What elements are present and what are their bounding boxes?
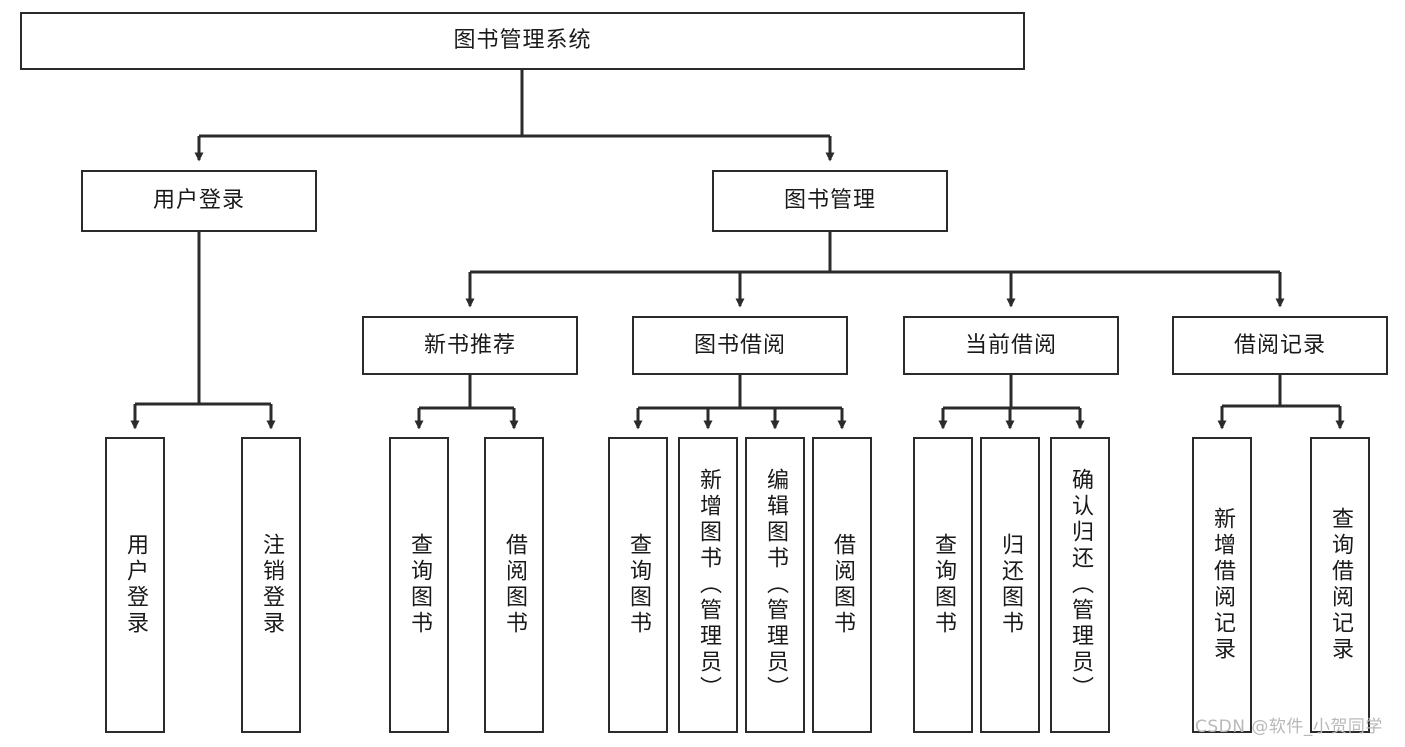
node-book-borrow-label: 图书借阅 [693, 332, 786, 358]
node-book-manage-label: 图书管理 [783, 188, 876, 214]
node-borrow-record-label: 借阅记录 [1233, 332, 1326, 358]
node-current-borrow[interactable]: 当前借阅 [903, 316, 1119, 375]
node-new-book-recommend[interactable]: 新书推荐 [362, 316, 578, 375]
node-leaf-user-login-label: 用户登录 [123, 533, 148, 637]
node-leaf-edit-book[interactable]: 编辑图书（管理员） [745, 437, 805, 733]
csdn-watermark: CSDN @软件_小贺同学 [1195, 717, 1383, 737]
node-leaf-borrow-book-1-label: 借阅图书 [502, 533, 527, 637]
node-leaf-user-logout[interactable]: 注销登录 [241, 437, 301, 733]
node-leaf-edit-book-label: 编辑图书（管理员） [763, 468, 788, 702]
node-leaf-query-borrow-record-label: 查询借阅记录 [1328, 507, 1353, 663]
node-leaf-borrow-book-2-label: 借阅图书 [830, 533, 855, 637]
node-leaf-query-book-2-label: 查询图书 [626, 533, 651, 637]
node-leaf-borrow-book-2[interactable]: 借阅图书 [812, 437, 872, 733]
node-leaf-return-book[interactable]: 归还图书 [980, 437, 1040, 733]
node-leaf-user-logout-label: 注销登录 [259, 533, 284, 637]
node-borrow-record[interactable]: 借阅记录 [1172, 316, 1388, 375]
node-leaf-query-borrow-record[interactable]: 查询借阅记录 [1310, 437, 1370, 733]
node-leaf-add-borrow-record-label: 新增借阅记录 [1210, 507, 1235, 663]
node-user-login-label: 用户登录 [152, 188, 245, 214]
node-leaf-borrow-book-1[interactable]: 借阅图书 [484, 437, 544, 733]
node-leaf-query-book-1[interactable]: 查询图书 [389, 437, 449, 733]
node-leaf-query-book-3[interactable]: 查询图书 [913, 437, 973, 733]
node-book-borrow[interactable]: 图书借阅 [632, 316, 848, 375]
node-leaf-add-book[interactable]: 新增图书（管理员） [678, 437, 738, 733]
node-leaf-query-book-3-label: 查询图书 [931, 533, 956, 637]
node-leaf-user-login[interactable]: 用户登录 [105, 437, 165, 733]
node-leaf-return-book-label: 归还图书 [998, 533, 1023, 637]
node-leaf-add-book-label: 新增图书（管理员） [696, 468, 721, 702]
node-root[interactable]: 图书管理系统 [20, 12, 1025, 70]
node-leaf-confirm-return-label: 确认归还（管理员） [1068, 468, 1093, 702]
node-book-manage[interactable]: 图书管理 [712, 170, 948, 232]
node-leaf-query-book-2[interactable]: 查询图书 [608, 437, 668, 733]
node-current-borrow-label: 当前借阅 [964, 332, 1057, 358]
node-new-book-recommend-label: 新书推荐 [423, 332, 516, 358]
node-leaf-add-borrow-record[interactable]: 新增借阅记录 [1192, 437, 1252, 733]
node-user-login[interactable]: 用户登录 [81, 170, 317, 232]
node-leaf-query-book-1-label: 查询图书 [407, 533, 432, 637]
node-leaf-confirm-return[interactable]: 确认归还（管理员） [1050, 437, 1110, 733]
node-root-label: 图书管理系统 [453, 28, 592, 54]
